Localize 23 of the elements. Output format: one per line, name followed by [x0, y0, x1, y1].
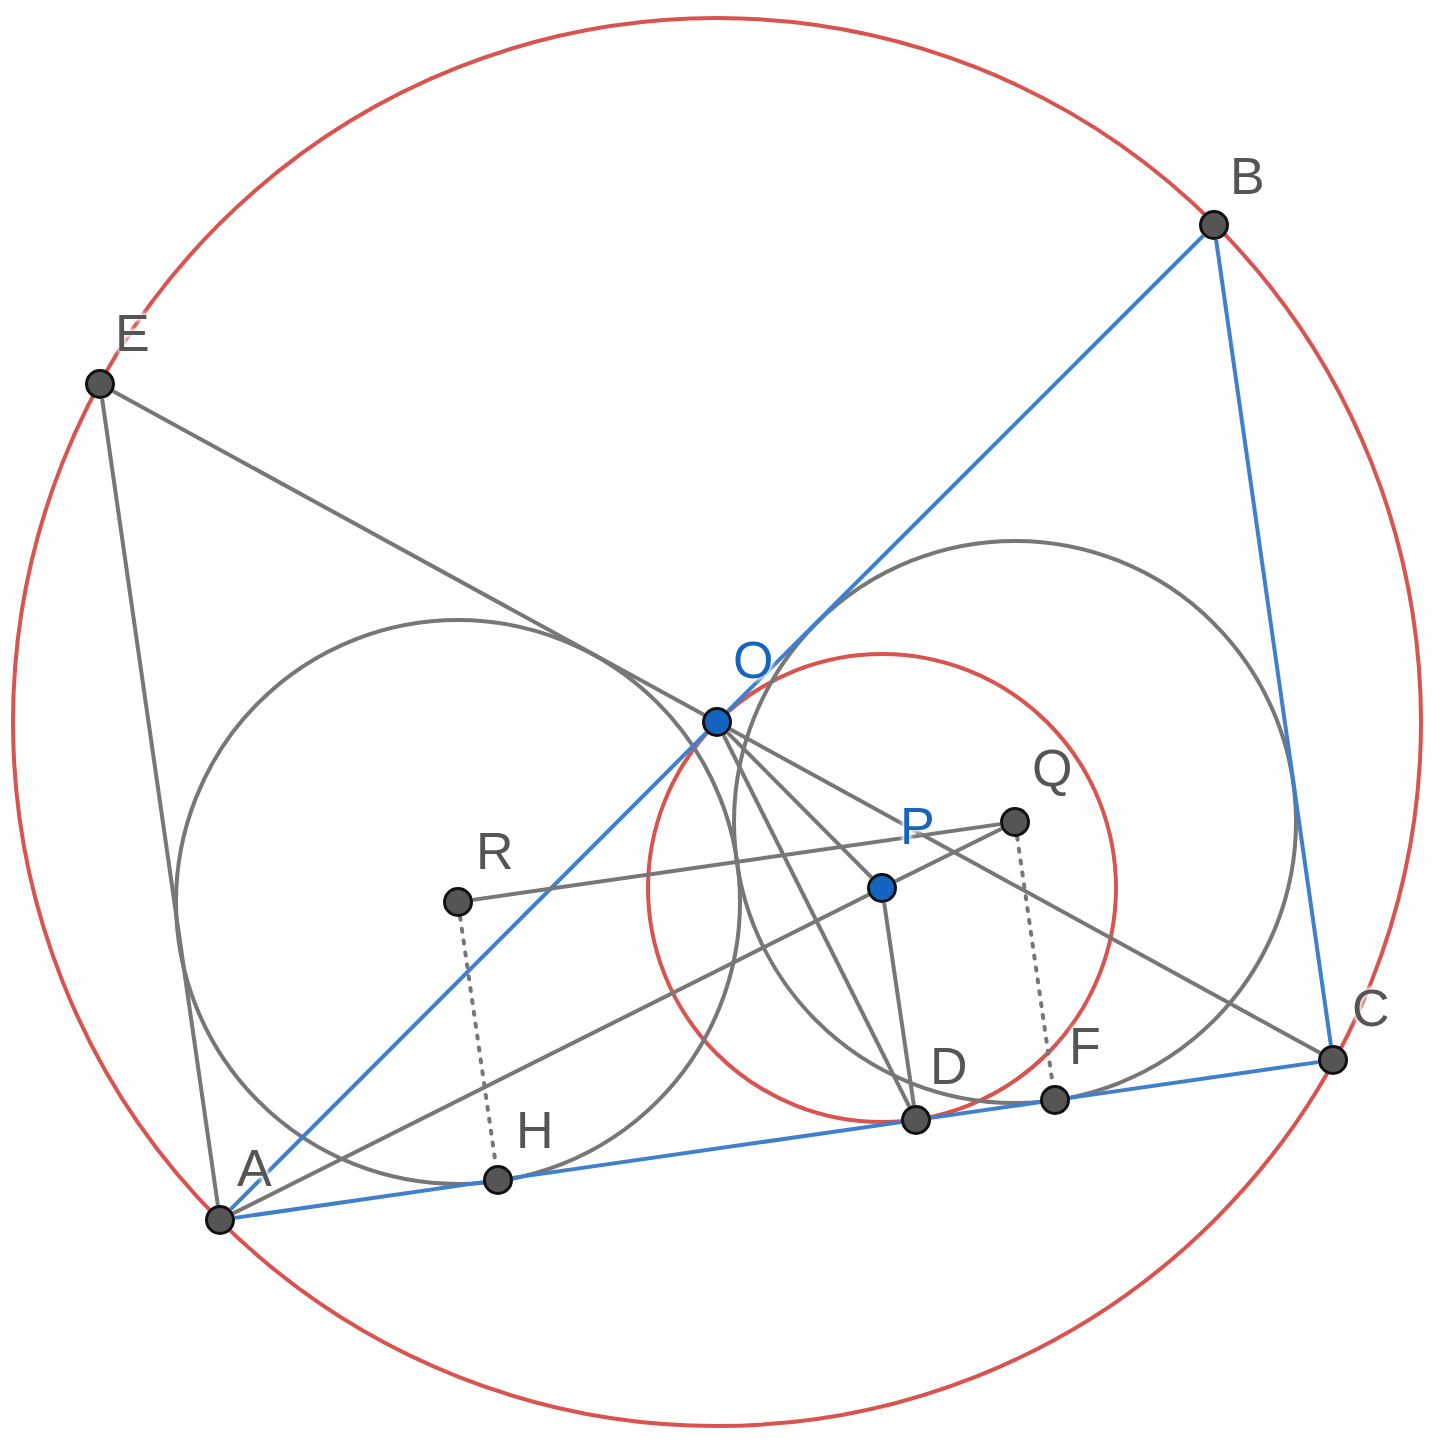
- line-segment: [232, 892, 870, 1216]
- line-segment: [234, 1180, 484, 1220]
- line-segment: [512, 1120, 902, 1180]
- line-segment: [721, 734, 912, 1108]
- line-segment: [472, 822, 1001, 902]
- line-segment: [930, 1100, 1041, 1120]
- line-segment: [100, 398, 220, 1206]
- line-segment: [1214, 239, 1333, 1046]
- point-label: O: [733, 632, 774, 688]
- line-segment: [229, 731, 708, 1211]
- line-segment: [1069, 1060, 1319, 1100]
- line-segment: [726, 731, 873, 879]
- line-segment: [729, 727, 1321, 1055]
- line-segment: [112, 389, 705, 717]
- point-label: Q: [1032, 740, 1073, 796]
- point-label: B: [1230, 148, 1265, 204]
- line-segment: [882, 902, 916, 1106]
- point-label: A: [237, 1140, 272, 1196]
- point-label: H: [516, 1102, 554, 1158]
- line-segment: [726, 234, 1205, 713]
- point-label: F: [1069, 1018, 1101, 1074]
- point-label: R: [476, 823, 514, 879]
- point-label: D: [930, 1038, 968, 1094]
